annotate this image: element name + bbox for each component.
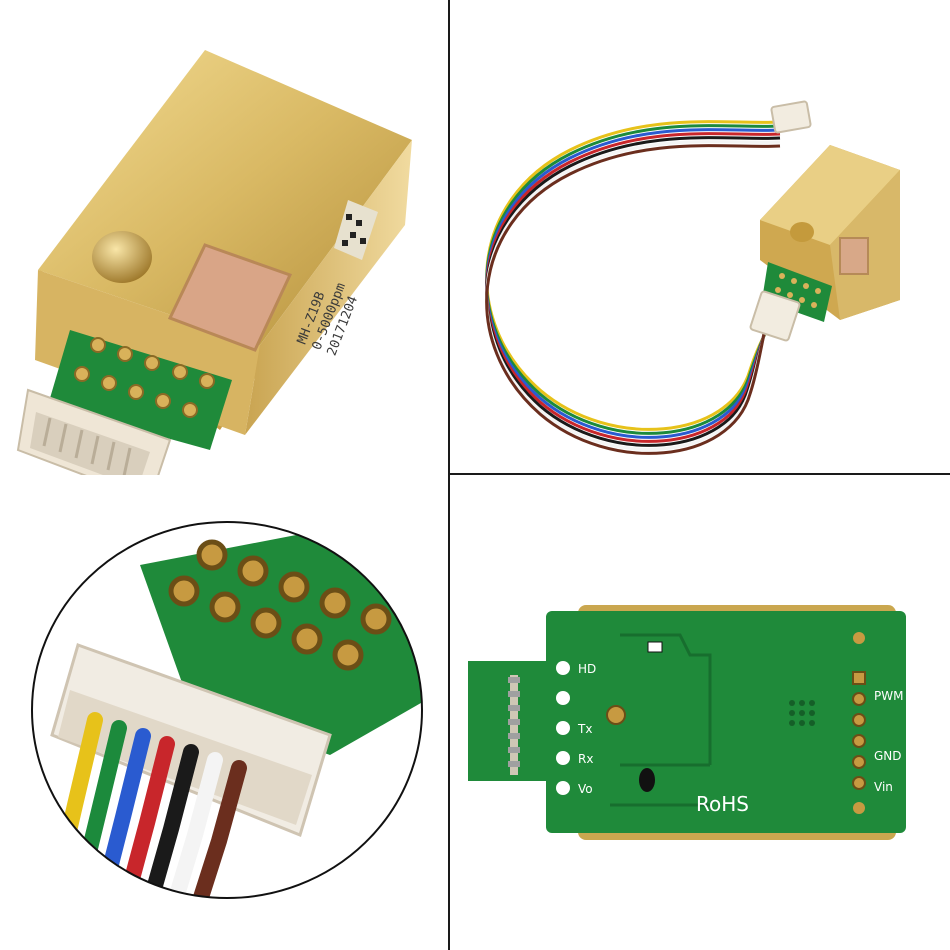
sensor-dome [92,231,152,283]
closeup-circle-frame [31,521,423,899]
left-pads [556,661,570,795]
label-hd: HD [578,662,596,676]
label-gnd: GND [874,749,902,763]
label-rohs: RoHS [696,792,749,816]
label-rx: Rx [578,752,593,766]
jst-connector [16,388,172,475]
right-pads [910,688,924,795]
module-label-text: MH-Z19B 0-5000ppm 20171204 [295,281,361,358]
sensor-window [167,243,293,352]
test-point [606,705,626,725]
bottom-connector [749,290,801,342]
closeup-wire [133,744,199,898]
sensor-module-image: MH-Z19B 0-5000ppm 20171204 [16,50,412,475]
closeup-wire [157,752,223,898]
label-tx: Tx [577,722,592,736]
module-top [760,145,900,245]
panel-sensor-closeup: MH-Z19B 0-5000ppm 20171204 [0,0,448,475]
top-connector [770,100,812,134]
pcb-main-board [546,611,906,833]
panel-pcb-back: HD Tx Rx Vo PWM GND Vin RoHS [450,475,950,950]
panel-module-with-cable [450,0,950,473]
horizontal-divider [448,473,950,475]
pcb-back-image: HD Tx Rx Vo PWM GND Vin RoHS [468,605,924,840]
closeup-wire [181,760,247,898]
label-vin: Vin [874,780,893,794]
panel-connector-closeup [0,475,448,950]
connector-closeup-image [31,521,423,899]
matrix-code [334,200,378,260]
label-vo: Vo [578,782,593,796]
pcb-pads [74,337,215,418]
wire-bundle [485,120,781,455]
module-cable-image [485,100,900,455]
wire [485,144,781,455]
label-pwm: PWM [874,689,903,703]
via-grid [789,700,815,726]
header-pins [852,671,866,790]
module-window [839,237,869,275]
vertical-divider [448,0,450,950]
closeup-pads [168,539,392,671]
